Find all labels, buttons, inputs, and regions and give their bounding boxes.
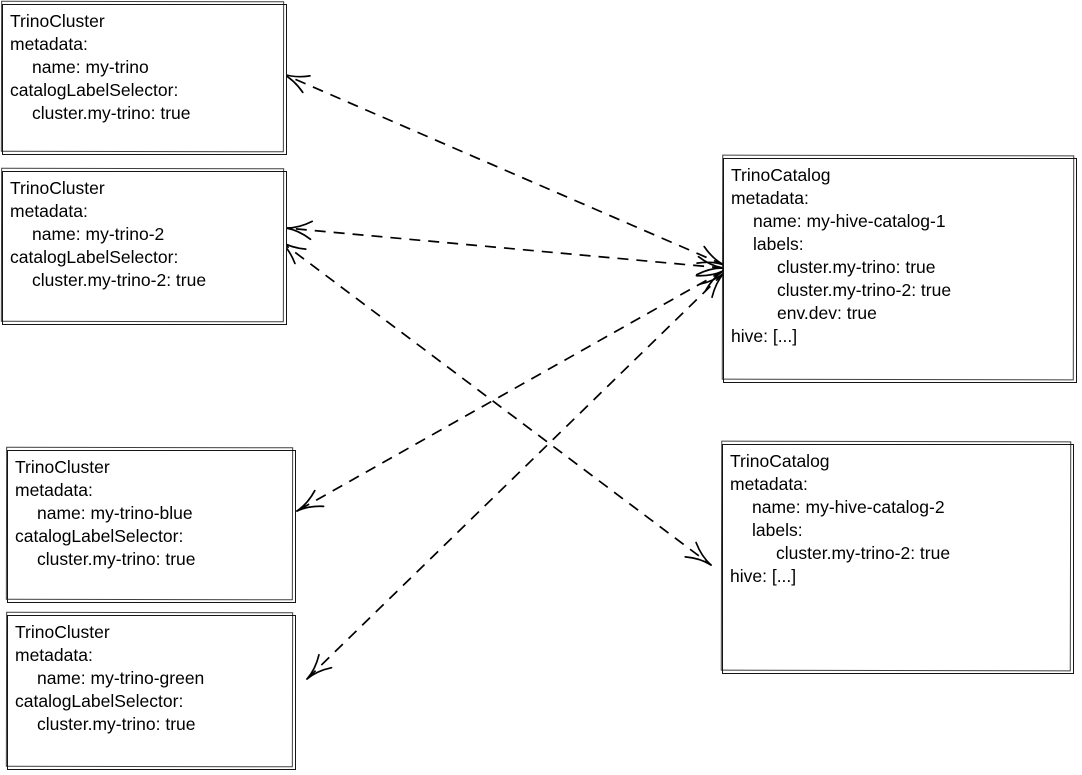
yaml-line-name: name: my-hive-catalog-2 bbox=[752, 497, 945, 517]
yaml-line-hive: hive: [...] bbox=[730, 566, 797, 586]
yaml-line-selector: catalogLabelSelector: bbox=[15, 526, 184, 546]
edge-trino-catalog-my-hive-catalog-1--trino-cluster-my-trino-green bbox=[306, 272, 725, 680]
yaml-line-name: name: my-trino bbox=[32, 57, 149, 77]
edge-trino-catalog-my-hive-catalog-1--trino-cluster-my-trino-2 bbox=[285, 227, 724, 269]
yaml-line-label: cluster.my-trino: true bbox=[777, 257, 936, 277]
yaml-line-label: cluster.my-trino-2: true bbox=[776, 543, 951, 563]
yaml-line-name: name: my-hive-catalog-1 bbox=[753, 211, 946, 231]
arrowhead-icon bbox=[285, 227, 312, 241]
yaml-line-label: cluster.my-trino: true bbox=[37, 549, 196, 569]
node-trino-cluster-my-trino-blue: TrinoCluster metadata: name: my-trino-bl… bbox=[7, 450, 296, 603]
yaml-line-metadata: metadata: bbox=[15, 480, 93, 500]
yaml-line-kind: TrinoCluster bbox=[15, 622, 110, 642]
yaml-line-kind: TrinoCluster bbox=[10, 11, 105, 31]
yaml-line-label: cluster.my-trino: true bbox=[37, 714, 196, 734]
node-trino-catalog-my-hive-catalog-2: TrinoCatalog metadata: name: my-hive-cat… bbox=[722, 444, 1074, 674]
node-trino-cluster-my-trino-2: TrinoCluster metadata: name: my-trino-2 … bbox=[2, 171, 287, 325]
edge-trino-cluster-my-trino-2--trino-catalog-my-hive-catalog-2 bbox=[279, 240, 712, 566]
yaml-line-labels: labels: bbox=[752, 520, 803, 540]
yaml-line-kind: TrinoCluster bbox=[10, 178, 105, 198]
arrowhead-icon bbox=[695, 270, 724, 277]
yaml-line-selector: catalogLabelSelector: bbox=[10, 80, 179, 100]
yaml-line-name: name: my-trino-blue bbox=[37, 503, 193, 523]
yaml-line-name: name: my-trino-green bbox=[37, 668, 205, 688]
yaml-line-metadata: metadata: bbox=[15, 645, 93, 665]
node-trino-cluster-my-trino-green: TrinoCluster metadata: name: my-trino-gr… bbox=[7, 615, 296, 770]
yaml-line-kind: TrinoCluster bbox=[15, 457, 110, 477]
yaml-line-name: name: my-trino-2 bbox=[32, 224, 165, 244]
arrowhead-icon bbox=[306, 666, 333, 680]
yaml-line-metadata: metadata: bbox=[10, 201, 88, 221]
yaml-line-metadata: metadata: bbox=[731, 188, 809, 208]
yaml-line-hive: hive: [...] bbox=[731, 326, 798, 346]
yaml-line-kind: TrinoCatalog bbox=[731, 165, 831, 185]
yaml-line-label: cluster.my-trino-2: true bbox=[777, 280, 952, 300]
yaml-line-label: cluster.my-trino-2: true bbox=[32, 270, 207, 290]
arrowhead-icon bbox=[697, 255, 724, 269]
node-trino-catalog-my-hive-catalog-1: TrinoCatalog metadata: name: my-hive-cat… bbox=[723, 158, 1077, 383]
yaml-line-selector: catalogLabelSelector: bbox=[15, 691, 184, 711]
arrowhead-icon bbox=[285, 220, 314, 229]
edge-trino-catalog-my-hive-catalog-1--trino-cluster-my-trino bbox=[282, 73, 725, 266]
yaml-line-metadata: metadata: bbox=[10, 34, 88, 54]
yaml-line-kind: TrinoCatalog bbox=[730, 451, 830, 471]
arrowhead-icon bbox=[296, 505, 325, 512]
node-trino-cluster-my-trino: TrinoCluster metadata: name: my-trino ca… bbox=[2, 4, 287, 155]
yaml-line-metadata: metadata: bbox=[730, 474, 808, 494]
yaml-line-selector: catalogLabelSelector: bbox=[10, 247, 179, 267]
arrowhead-icon bbox=[695, 541, 712, 566]
yaml-line-label: cluster.my-trino: true bbox=[32, 103, 191, 123]
yaml-line-label: env.dev: true bbox=[777, 303, 877, 323]
edge-trino-catalog-my-hive-catalog-1--trino-cluster-my-trino-blue bbox=[296, 270, 724, 512]
yaml-line-labels: labels: bbox=[753, 234, 804, 254]
